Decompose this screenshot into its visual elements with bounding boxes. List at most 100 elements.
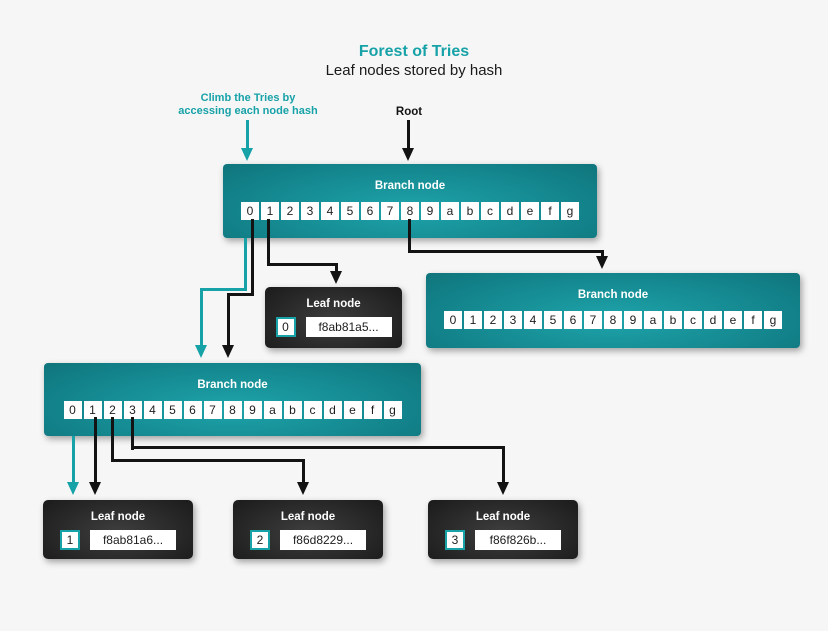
edge-segment [502, 446, 505, 483]
branch-cell: 9 [624, 311, 642, 329]
branch-cell: 8 [223, 401, 242, 419]
branch-cell: 3 [301, 202, 319, 220]
branch-cell: d [704, 311, 722, 329]
branch-cell: c [481, 202, 499, 220]
arrow-down-icon [241, 148, 253, 161]
climb-annotation-line1: Climb the Tries by [200, 92, 296, 104]
branch-cell: g [383, 401, 402, 419]
edge-segment [601, 250, 604, 259]
branch-cell: f [363, 401, 382, 419]
branch-cell: 6 [564, 311, 582, 329]
arrow-down-icon [89, 482, 101, 495]
branch-cell: 3 [123, 401, 142, 419]
branch-cell: 6 [361, 202, 379, 220]
leaf-index-cell: 1 [60, 530, 80, 550]
branch-cell: g [764, 311, 782, 329]
leaf-node-title: Leaf node [475, 511, 531, 523]
leaf-node-title: Leaf node [280, 511, 336, 523]
branch-cell: a [441, 202, 459, 220]
branch-cell: 2 [484, 311, 502, 329]
branch-cell: 6 [183, 401, 202, 419]
branch-cell: c [684, 311, 702, 329]
edge-segment [131, 417, 134, 450]
leaf-hash-value: f8ab81a5... [305, 317, 392, 337]
branch-cell: e [343, 401, 362, 419]
leaf-index-cell: 2 [250, 530, 270, 550]
leaf-node-2: Leaf node 2 f86d8229... [233, 500, 383, 559]
edge-segment [267, 263, 338, 266]
edge-segment [111, 417, 114, 462]
branch-cell: 7 [584, 311, 602, 329]
arrow-down-icon [330, 271, 342, 284]
root-arrow-shaft [407, 120, 410, 150]
branch-cell: 8 [401, 202, 419, 220]
edge-segment [335, 263, 338, 274]
leaf-node-3: Leaf node 3 f86f826b... [428, 500, 578, 559]
leaf-node-title: Leaf node [90, 511, 146, 523]
branch-cell: a [263, 401, 282, 419]
edge-segment [227, 293, 230, 346]
branch-cell: 1 [464, 311, 482, 329]
edge-segment [244, 238, 247, 291]
arrow-down-icon [402, 148, 414, 161]
branch-cell: 7 [203, 401, 222, 419]
branch-cell: a [644, 311, 662, 329]
edge-segment [267, 219, 270, 266]
arrow-down-icon [222, 345, 234, 358]
leaf-row: 1 f8ab81a6... [43, 530, 193, 550]
branch-cell: 8 [604, 311, 622, 329]
branch-cell: 9 [421, 202, 439, 220]
edge-segment [302, 459, 305, 483]
leaf-node-title: Leaf node [306, 298, 361, 310]
branch-cell: d [501, 202, 519, 220]
branch-cell: 4 [143, 401, 162, 419]
branch-cell: f [744, 311, 762, 329]
root-label: Root [395, 106, 423, 118]
branch-cell: 0 [63, 401, 82, 419]
branch-cell: 5 [341, 202, 359, 220]
edge-segment [227, 293, 254, 296]
branch-cell: d [323, 401, 342, 419]
climb-annotation-line2: accessing each node hash [178, 105, 318, 117]
arrow-down-icon [67, 482, 79, 495]
edge-segment [408, 250, 604, 253]
climb-arrow-shaft [246, 120, 249, 150]
arrow-down-icon [497, 482, 509, 495]
branch-cell: 3 [504, 311, 522, 329]
branch-node-title: Branch node [577, 289, 649, 301]
branch-cell: g [561, 202, 579, 220]
leaf-index-cell: 0 [275, 317, 296, 337]
branch-cell: 4 [524, 311, 542, 329]
climb-annotation: Climb the Tries by accessing each node h… [148, 92, 348, 118]
page-title: Forest of Tries [358, 43, 470, 60]
leaf-hash-value: f86f826b... [475, 530, 561, 550]
leaf-hash-value: f8ab81a6... [90, 530, 176, 550]
branch-cell: 1 [261, 202, 279, 220]
edge-segment [200, 288, 203, 346]
branch-cell: b [461, 202, 479, 220]
branch-cell: 9 [243, 401, 262, 419]
leaf-row: 0 f8ab81a5... [265, 317, 402, 337]
branch-node-title: Branch node [197, 379, 268, 391]
page-subtitle: Leaf nodes stored by hash [325, 62, 503, 79]
leaf-node-1: Leaf node 1 f8ab81a6... [43, 500, 193, 559]
branch-cell: b [664, 311, 682, 329]
branch-node-title: Branch node [374, 180, 446, 192]
branch-cell: b [283, 401, 302, 419]
branch-cell: 7 [381, 202, 399, 220]
branch-cell: e [724, 311, 742, 329]
branch-cell: e [521, 202, 539, 220]
edge-segment [72, 436, 75, 483]
branch-cell: 0 [444, 311, 462, 329]
branch-cell: f [541, 202, 559, 220]
branch-cell: 4 [321, 202, 339, 220]
edge-segment [251, 219, 254, 296]
arrow-down-icon [297, 482, 309, 495]
arrow-down-icon [195, 345, 207, 358]
